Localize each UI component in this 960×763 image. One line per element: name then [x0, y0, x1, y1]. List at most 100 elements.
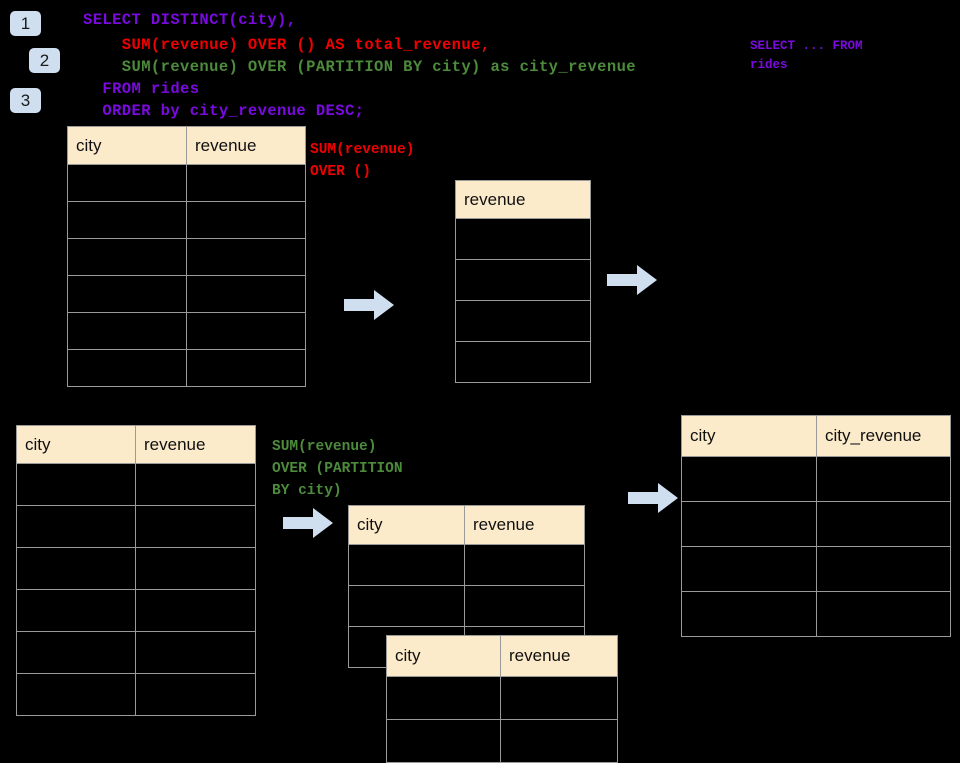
cell-city	[67, 312, 187, 350]
diagram-canvas: 1 2 3 SELECT DISTINCT(city), SUM(revenue…	[10, 11, 951, 763]
table-result: city city_revenue	[681, 415, 951, 637]
cell-revenue	[455, 300, 591, 342]
arrow-to-result-top	[607, 265, 657, 295]
table-row	[16, 547, 256, 590]
column-header-revenue: revenue	[455, 180, 591, 219]
cell-city	[67, 275, 187, 313]
table-row	[681, 501, 951, 547]
cell-city	[67, 349, 187, 387]
sql-line-from: FROM rides	[83, 80, 200, 98]
cell-city	[16, 547, 136, 590]
cell-city-revenue	[816, 591, 951, 637]
step-badge-1-label: 1	[20, 14, 31, 33]
cell-revenue	[500, 676, 618, 720]
cell-revenue	[186, 201, 306, 239]
cell-city	[681, 501, 817, 547]
step-badge-2[interactable]: 2	[29, 48, 60, 73]
cell-city-revenue	[816, 501, 951, 547]
arrow-to-partition	[283, 508, 333, 538]
cell-city	[16, 505, 136, 548]
cell-city	[16, 589, 136, 632]
cell-revenue	[186, 238, 306, 276]
cell-revenue	[464, 544, 585, 586]
cell-city-revenue	[816, 456, 951, 502]
annotation-sum-over-partition: SUM(revenue) OVER (PARTITION BY city)	[272, 439, 403, 499]
arrow-to-total-revenue	[344, 290, 394, 320]
cell-revenue	[135, 463, 256, 506]
table-row	[16, 631, 256, 674]
cell-city-revenue	[816, 546, 951, 592]
cell-city	[16, 631, 136, 674]
arrow-to-result-bottom	[628, 483, 678, 513]
table-row	[455, 218, 591, 260]
cell-city	[67, 238, 187, 276]
table-row	[67, 201, 306, 239]
cell-revenue	[455, 218, 591, 260]
table-row	[386, 719, 618, 763]
table-row	[67, 312, 306, 350]
table-row	[348, 585, 585, 627]
cell-revenue	[135, 547, 256, 590]
table-row-header: revenue	[455, 180, 591, 219]
table-row	[16, 673, 256, 716]
cell-revenue	[500, 719, 618, 763]
column-header-city: city	[16, 425, 136, 464]
table-source-top: city revenue	[67, 126, 306, 387]
cell-city	[386, 676, 501, 720]
table-row	[455, 341, 591, 383]
column-header-city: city	[681, 415, 817, 457]
column-header-city: city	[67, 126, 187, 165]
table-row	[16, 589, 256, 632]
table-row	[681, 456, 951, 502]
side-note-select-from-rides: SELECT ... FROM rides	[750, 39, 863, 72]
sql-line-total-revenue: SUM(revenue) OVER () AS total_revenue,	[83, 36, 491, 54]
cell-revenue	[186, 312, 306, 350]
column-header-revenue: revenue	[186, 126, 306, 165]
sql-line-order-by: ORDER by city_revenue DESC;	[83, 102, 365, 120]
cell-city	[681, 546, 817, 592]
cell-revenue	[135, 505, 256, 548]
column-header-city: city	[386, 635, 501, 677]
step-badge-3-label: 3	[20, 91, 31, 110]
table-total-revenue: revenue	[455, 180, 591, 383]
table-row-header: city revenue	[348, 505, 585, 545]
table-row-header: city city_revenue	[681, 415, 951, 457]
cell-revenue	[186, 275, 306, 313]
cell-revenue	[135, 631, 256, 674]
table-source-bottom: city revenue	[16, 425, 256, 716]
table-row	[67, 238, 306, 276]
table-row	[348, 544, 585, 586]
column-header-revenue: revenue	[464, 505, 585, 545]
sql-line-city-revenue: SUM(revenue) OVER (PARTITION BY city) as…	[83, 58, 636, 76]
table-row	[681, 546, 951, 592]
cell-city	[16, 463, 136, 506]
cell-city	[16, 673, 136, 716]
cell-city	[348, 544, 465, 586]
cell-city	[67, 201, 187, 239]
cell-revenue	[135, 589, 256, 632]
cell-revenue	[464, 585, 585, 627]
cell-city	[348, 585, 465, 627]
cell-revenue	[455, 341, 591, 383]
table-row	[16, 463, 256, 506]
table-row-header: city revenue	[386, 635, 618, 677]
step-badge-3[interactable]: 3	[10, 88, 41, 113]
table-row	[16, 505, 256, 548]
sql-line-select: SELECT DISTINCT(city),	[83, 11, 297, 29]
table-row	[67, 275, 306, 313]
cell-city	[386, 719, 501, 763]
cell-revenue	[455, 259, 591, 301]
cell-revenue	[186, 164, 306, 202]
table-partition-front: city revenue	[386, 635, 618, 763]
column-header-revenue: revenue	[500, 635, 618, 677]
table-row-header: city revenue	[16, 425, 256, 464]
cell-city	[67, 164, 187, 202]
table-row	[455, 259, 591, 301]
table-row	[386, 676, 618, 720]
table-row-header: city revenue	[67, 126, 306, 165]
step-badge-1[interactable]: 1	[10, 11, 41, 36]
table-row	[67, 164, 306, 202]
table-row	[455, 300, 591, 342]
cell-city	[681, 456, 817, 502]
cell-city	[681, 591, 817, 637]
